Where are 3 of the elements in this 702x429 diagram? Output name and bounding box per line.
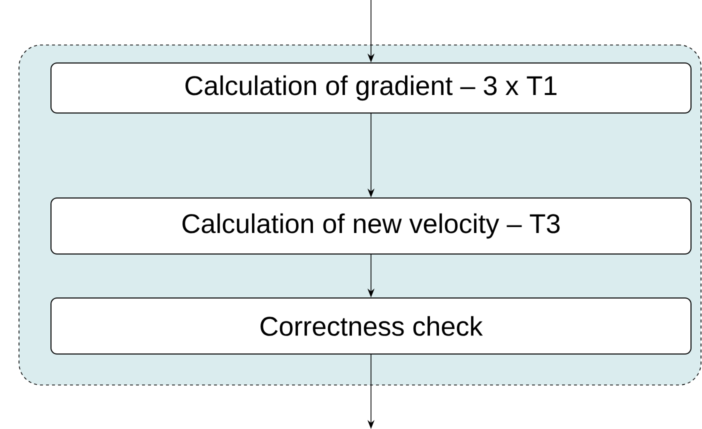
process-box: Calculation of gradient – 3 x T1 xyxy=(50,62,692,114)
process-box: Calculation of new velocity – T3 xyxy=(50,198,692,254)
process-box: Correctness check xyxy=(50,298,692,354)
